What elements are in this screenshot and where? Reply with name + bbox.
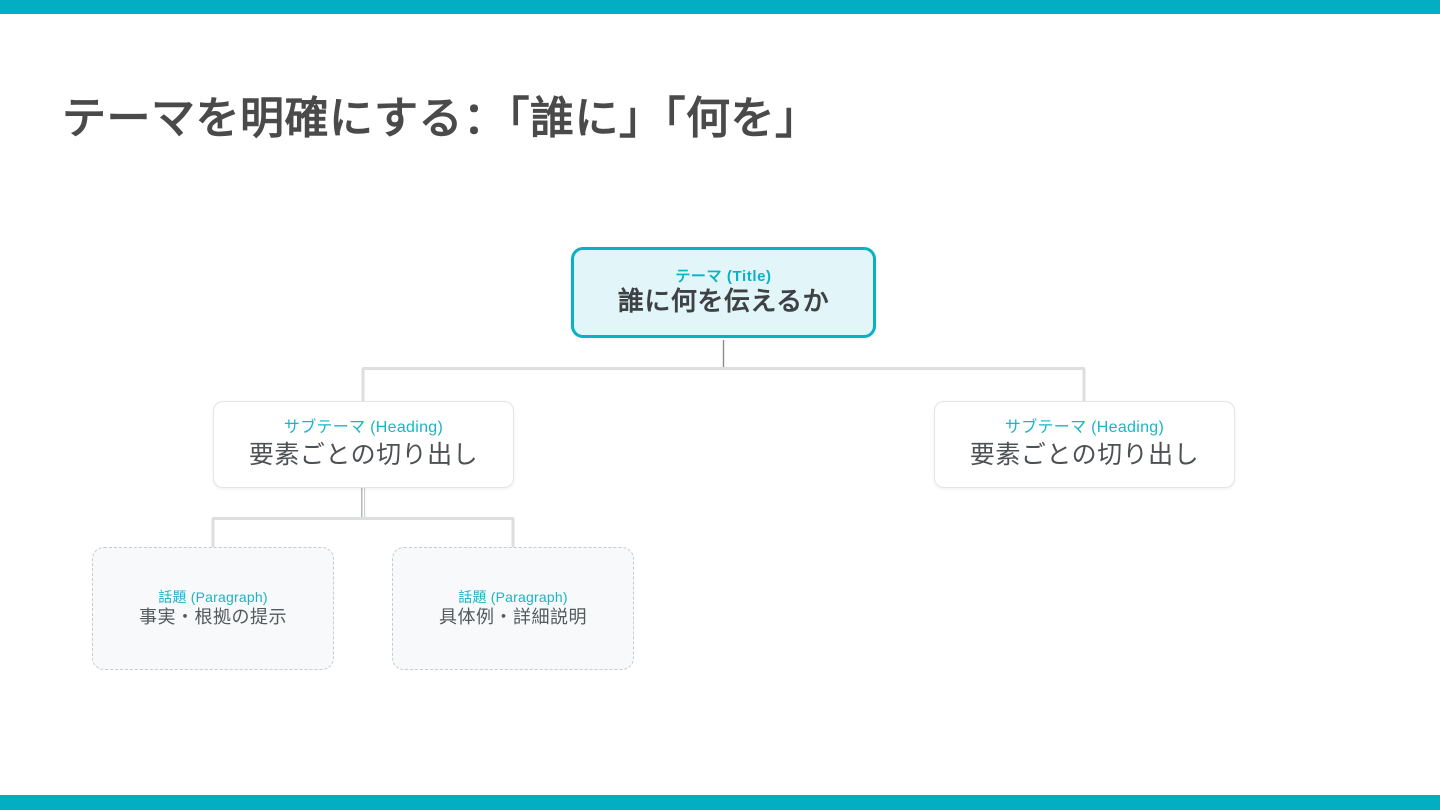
node-heading-left-kicker: サブテーマ (Heading) — [283, 419, 444, 437]
node-paragraph-left[interactable]: 話題 (Paragraph) 事実・根拠の提示 — [92, 547, 334, 670]
bottom-accent-bar — [0, 795, 1440, 810]
page-title: テーマを明確にする：「誰に」「何を」 — [62, 94, 820, 143]
node-title-kicker: テーマ (Title) — [675, 267, 772, 285]
node-heading-right-body: 要素ごとの切り出し — [969, 440, 1200, 469]
node-paragraph-left-body: 事実・根拠の提示 — [139, 606, 287, 627]
node-heading-left[interactable]: サブテーマ (Heading) 要素ごとの切り出し — [213, 401, 514, 488]
node-paragraph-right-body: 具体例・詳細説明 — [439, 606, 587, 627]
node-title-body: 誰に何を伝えるか — [617, 286, 830, 317]
node-paragraph-left-kicker: 話題 (Paragraph) — [158, 588, 268, 605]
node-heading-left-body: 要素ごとの切り出し — [248, 440, 479, 469]
node-paragraph-right-kicker: 話題 (Paragraph) — [458, 588, 568, 605]
node-heading-right-kicker: サブテーマ (Heading) — [1004, 419, 1165, 437]
top-accent-bar — [0, 0, 1440, 14]
node-paragraph-right[interactable]: 話題 (Paragraph) 具体例・詳細説明 — [392, 547, 634, 670]
node-title[interactable]: テーマ (Title) 誰に何を伝えるか — [571, 247, 876, 338]
node-heading-right[interactable]: サブテーマ (Heading) 要素ごとの切り出し — [934, 401, 1235, 488]
